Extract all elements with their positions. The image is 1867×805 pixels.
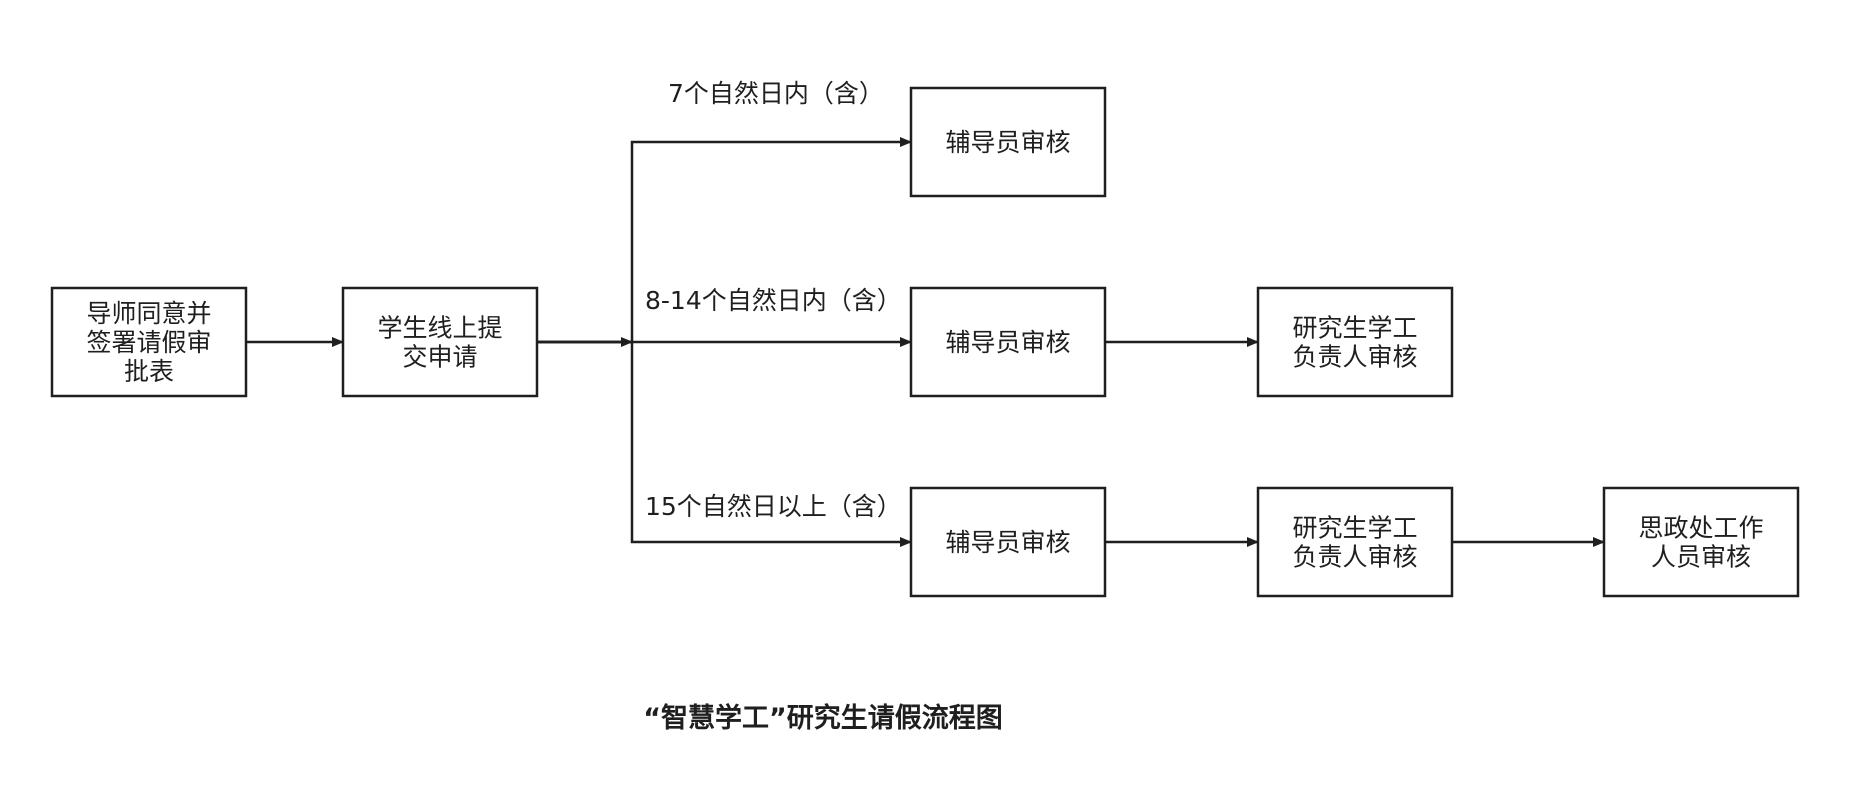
- node-grad-affairs-review-15d-label-line: 研究生学工: [1292, 514, 1417, 543]
- node-grad-affairs-review-14d-label-line: 研究生学工: [1292, 314, 1417, 343]
- node-student-submit-label-line: 交申请: [402, 343, 477, 372]
- node-grad-affairs-review-15d-box: [1256, 486, 1454, 598]
- branch-labels-layer: 7个自然日内（含） 8-14个自然日内（含） 15个自然日以上（含）: [645, 79, 902, 521]
- node-grad-affairs-review-14d-label-line: 负责人审核: [1292, 343, 1417, 372]
- node-advisor-approval-label-line: 批表: [124, 357, 174, 386]
- node-counselor-review-7d-label-line: 辅导员审核: [945, 128, 1070, 157]
- node-counselor-review-14d-box: [909, 286, 1107, 398]
- branch-label-15-days: 15个自然日以上（含）: [645, 492, 902, 521]
- node-counselor-review-14d-label-line: 辅导员审核: [945, 328, 1070, 357]
- node-grad-affairs-review-14d-box: [1256, 286, 1454, 398]
- node-advisor-approval-label-line: 签署请假审: [86, 328, 211, 357]
- node-student-submit-box: [341, 286, 539, 398]
- node-counselor-review-7d: 辅导员审核: [909, 86, 1107, 198]
- node-student-submit-label-line: 学生线上提: [377, 314, 502, 343]
- edges-layer: [246, 137, 1605, 547]
- node-political-office-review-label-line: 人员审核: [1651, 543, 1751, 572]
- node-counselor-review-7d-box: [909, 86, 1107, 198]
- node-counselor-review-15d-label-line: 辅导员审核: [945, 528, 1070, 557]
- node-advisor-approval-label-line: 导师同意并: [86, 299, 211, 328]
- node-political-office-review-box: [1602, 486, 1800, 598]
- node-political-office-review-label-line: 思政处工作: [1638, 514, 1763, 543]
- node-counselor-review-15d-box: [909, 486, 1107, 598]
- branch-label-7-days: 7个自然日内（含）: [668, 79, 884, 108]
- nodes-layer: 导师同意并签署请假审批表学生线上提交申请辅导员审核辅导员审核研究生学工负责人审核…: [50, 86, 1800, 598]
- node-counselor-review-14d: 辅导员审核: [909, 286, 1107, 398]
- diagram-title: “智慧学工”研究生请假流程图: [643, 702, 1003, 734]
- branch-label-8-14-days: 8-14个自然日内（含）: [645, 286, 902, 315]
- node-counselor-review-15d: 辅导员审核: [909, 486, 1107, 598]
- node-advisor-approval-box: [50, 286, 248, 398]
- node-grad-affairs-review-15d-label-line: 负责人审核: [1292, 543, 1417, 572]
